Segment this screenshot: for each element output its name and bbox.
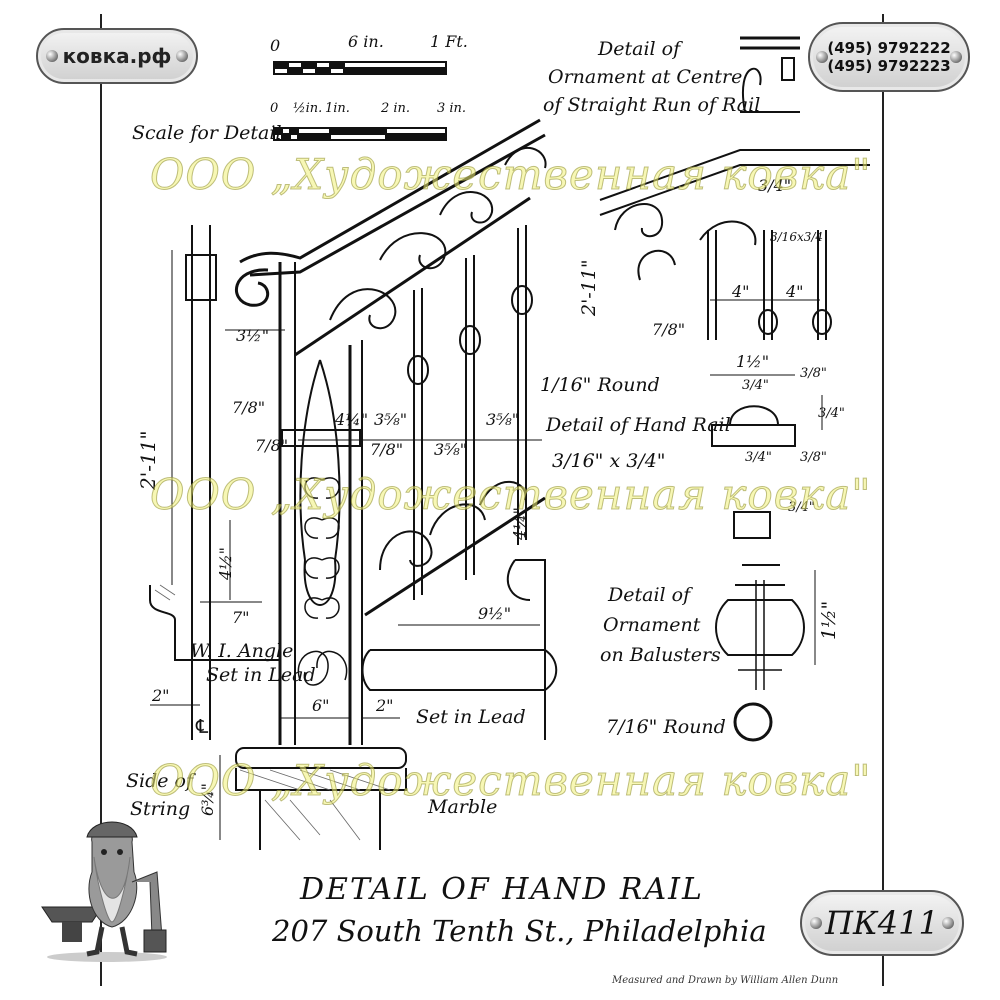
ornament-centre-label: Detail of xyxy=(598,38,681,60)
dimension-label: 3⅝" xyxy=(486,410,520,429)
dimension-label: 7/8" xyxy=(370,440,404,459)
rivet-icon xyxy=(950,51,962,63)
watermark: ООО „Художественная ковка" xyxy=(150,756,872,806)
dimension-label: 3/8" xyxy=(800,450,827,465)
rivet-icon xyxy=(810,917,822,929)
wi-angle-label: W. I. Angle xyxy=(190,640,294,662)
drawing-border xyxy=(100,14,884,986)
dimension-label: 3⅝" xyxy=(434,440,468,459)
dimension-label: 2" xyxy=(152,686,170,705)
watermark: ООО „Художественная ковка" xyxy=(150,470,872,520)
drawing-subtitle: 207 South Tenth St., Philadelphia xyxy=(272,914,767,948)
watermark: ООО „Художественная ковка" xyxy=(150,150,872,200)
marble-label: Marble xyxy=(428,796,498,818)
flat-bar-label: 3/16" x 3/4" xyxy=(552,450,666,472)
dimension-label: 1½" xyxy=(736,352,770,371)
site-logo-plate[interactable]: ковка.рф xyxy=(36,28,198,84)
round-7-16-label: 7/16" Round xyxy=(606,716,726,738)
ornament-balusters-label: Ornament xyxy=(603,614,701,636)
scale-tick: 0 xyxy=(270,101,279,116)
dimension-label: 3/8" xyxy=(800,366,827,381)
scale-tick: 1 Ft. xyxy=(430,32,468,51)
detail-scale-bar xyxy=(273,127,447,141)
dimension-label: 2" xyxy=(376,696,394,715)
side-of-string-label: Side of xyxy=(126,770,194,792)
dimension-label: 3⅝" xyxy=(374,410,408,429)
dimension-label: 7/8" xyxy=(232,398,266,417)
drawing-credit: Measured and Drawn by William Allen Dunn xyxy=(612,975,839,986)
dimension-label: 4" xyxy=(732,282,750,301)
dimension-label: 7/8" xyxy=(255,436,289,455)
dimension-label: 3/4" xyxy=(818,406,845,421)
ornament-centre-label: Ornament at Centre xyxy=(548,66,743,88)
product-code-plate: ПК411 xyxy=(800,890,964,956)
drawing-title: DETAIL OF HAND RAIL xyxy=(300,872,704,907)
scale-tick: 6 in. xyxy=(348,32,384,51)
set-in-lead-label: Set in Lead xyxy=(416,706,526,728)
dimension-label: 3½" xyxy=(236,326,270,345)
main-scale-bar xyxy=(273,61,447,75)
dimension-label: 9½" xyxy=(478,604,512,623)
rivet-icon xyxy=(46,50,58,62)
hand-rail-detail-label: Detail of Hand Rail xyxy=(546,414,731,436)
dimension-label: 3/4" xyxy=(788,500,815,515)
dimension-label: 2'-11" xyxy=(578,259,600,316)
ornament-balusters-label: Detail of xyxy=(608,584,691,606)
wi-angle-label: Set in Lead xyxy=(206,664,316,686)
dimension-label: 6" xyxy=(312,696,330,715)
rivet-icon xyxy=(176,50,188,62)
rivet-icon xyxy=(942,917,954,929)
side-of-string-label: String xyxy=(130,798,191,820)
scale-tick: 1in. xyxy=(325,101,350,116)
scale-label: Scale for Detail xyxy=(132,122,282,144)
centerline-symbol: ℄ xyxy=(196,716,209,738)
scale-tick: 3 in. xyxy=(437,101,467,116)
dimension-label: 3/4" xyxy=(745,450,772,465)
dimension-label: 4¼" xyxy=(335,410,369,429)
dimension-label: 7" xyxy=(232,608,250,627)
phone-plate[interactable]: (495) 9792222 (495) 9792223 xyxy=(808,22,970,92)
site-logo-text: ковка.рф xyxy=(62,44,172,68)
ornament-centre-label: of Straight Run of Rail xyxy=(543,94,761,116)
rivet-icon xyxy=(816,51,828,63)
dimension-label: 4" xyxy=(786,282,804,301)
dimension-label: 4½" xyxy=(216,546,235,580)
phone-number[interactable]: (495) 9792223 xyxy=(827,57,951,75)
phone-number[interactable]: (495) 9792222 xyxy=(827,39,951,57)
dimension-label: 3/4" xyxy=(742,378,769,393)
dimension-label: 3/16x3/4 xyxy=(770,230,824,244)
scale-tick: ½in. xyxy=(293,101,323,116)
scale-tick: 0 xyxy=(270,36,281,55)
dimension-label: 3/4" xyxy=(758,176,792,195)
ornament-balusters-label: on Balusters xyxy=(600,644,721,666)
dimension-label: 1½" xyxy=(818,600,840,640)
product-code: ПК411 xyxy=(825,904,939,942)
blacksmith-mascot-icon xyxy=(41,821,167,962)
round-label: 1/16" Round xyxy=(540,374,660,396)
dimension-label: 7/8" xyxy=(652,320,686,339)
scale-tick: 2 in. xyxy=(381,101,411,116)
